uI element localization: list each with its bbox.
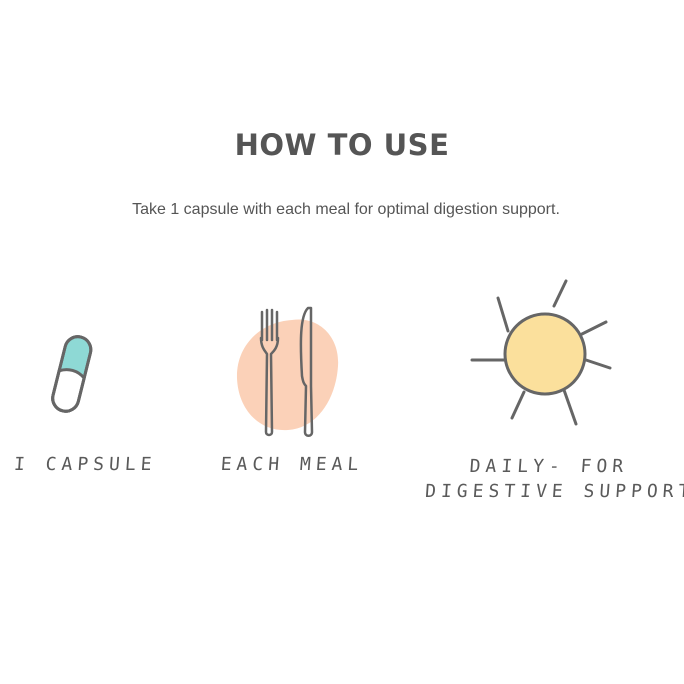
capsule-icon — [51, 335, 93, 413]
fork-knife-icon — [236, 306, 339, 437]
step-label-daily-line2: DIGESTIVE SUPPORT — [424, 481, 684, 502]
step-label-daily: DAILY- FOR DIGESTIVE SUPPORT — [424, 454, 684, 504]
step-label-daily-line1: DAILY- FOR — [468, 456, 629, 477]
sun-icon — [470, 279, 612, 426]
page-title: HOW TO USE — [234, 128, 450, 162]
usage-description: Take 1 capsule with each meal for optima… — [132, 201, 560, 218]
